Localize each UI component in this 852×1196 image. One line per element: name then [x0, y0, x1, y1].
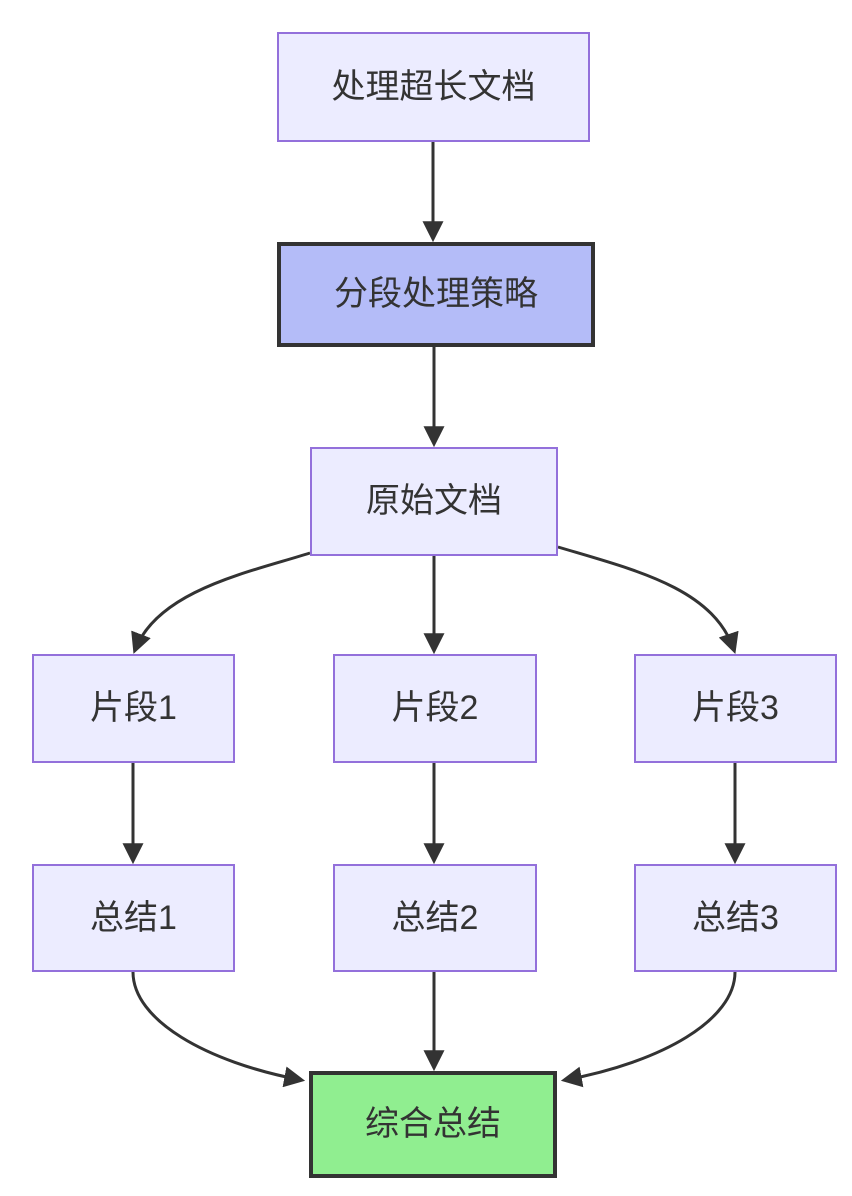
edge-C-F: [557, 545, 739, 654]
node-combined-summary: 综合总结: [309, 1071, 557, 1178]
node-label: 总结2: [391, 898, 479, 937]
node-label: 片段1: [90, 689, 177, 728]
node-summary-2: 总结2: [333, 864, 537, 972]
node-original-document: 原始文档: [310, 447, 558, 556]
node-label: 综合总结: [365, 1105, 501, 1144]
edge-I-J: [560, 971, 737, 1088]
node-label: 分段处理策略: [334, 275, 538, 314]
node-label: 总结1: [90, 898, 177, 937]
node-segmentation-strategy: 分段处理策略: [277, 242, 595, 347]
node-fragment-2: 片段2: [333, 654, 537, 763]
edge-C-D: [131, 551, 311, 654]
node-summary-1: 总结1: [32, 864, 235, 972]
edge-G-J: [131, 971, 306, 1088]
node-process-long-document: 处理超长文档: [277, 32, 590, 142]
node-fragment-3: 片段3: [634, 654, 837, 763]
node-label: 片段3: [692, 689, 779, 728]
node-label: 片段2: [391, 689, 479, 728]
node-label: 总结3: [692, 898, 779, 937]
node-label: 处理超长文档: [331, 67, 536, 106]
node-fragment-1: 片段1: [32, 654, 235, 763]
node-label: 原始文档: [366, 482, 502, 521]
node-summary-3: 总结3: [634, 864, 837, 972]
